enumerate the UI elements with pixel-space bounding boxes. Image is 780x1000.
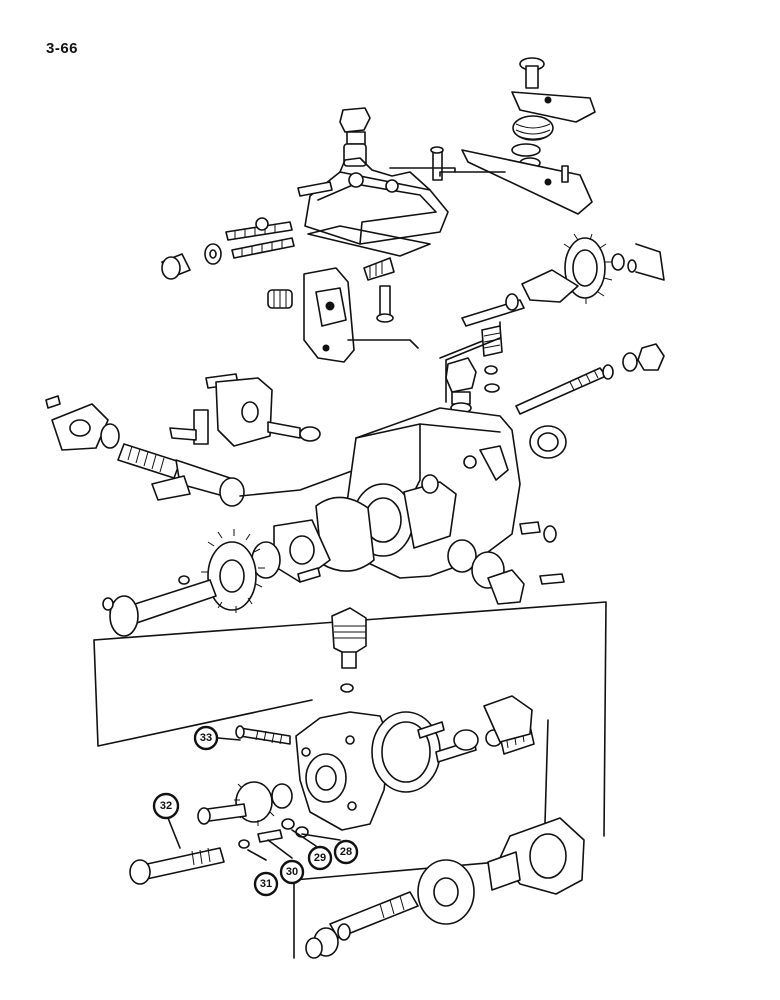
callout-32: 32 bbox=[152, 792, 180, 820]
svg-text:33: 33 bbox=[200, 732, 212, 744]
control-shaft bbox=[515, 343, 665, 459]
callout-28: 28 bbox=[333, 839, 359, 865]
distributor-head-assembly bbox=[295, 607, 535, 831]
callout-33: 33 bbox=[193, 725, 219, 751]
governor-cover-assembly bbox=[304, 107, 506, 257]
callout-29: 29 bbox=[307, 845, 333, 871]
governor-arm-bracket bbox=[267, 257, 419, 363]
svg-text:28: 28 bbox=[340, 846, 352, 858]
callout-30: 30 bbox=[279, 859, 305, 885]
timer-linkage-assembly bbox=[45, 373, 361, 507]
svg-text:32: 32 bbox=[160, 800, 172, 812]
delivery-valve-holder bbox=[445, 325, 503, 414]
svg-text:29: 29 bbox=[314, 852, 326, 864]
callout-31: 31 bbox=[253, 871, 279, 897]
svg-text:31: 31 bbox=[260, 878, 272, 890]
cam-plate-assembly bbox=[305, 817, 585, 959]
assembly-outline-lines bbox=[93, 601, 607, 959]
page-number: 3-66 bbox=[46, 40, 79, 57]
cover-screws bbox=[161, 181, 333, 280]
callout-leader-lines bbox=[167, 737, 341, 861]
drive-gear-assembly bbox=[102, 496, 375, 637]
svg-text:30: 30 bbox=[286, 866, 298, 878]
throttle-lever-assembly bbox=[461, 57, 596, 215]
pressure-valve-assembly bbox=[129, 725, 309, 885]
governor-shaft-assembly bbox=[439, 233, 665, 359]
